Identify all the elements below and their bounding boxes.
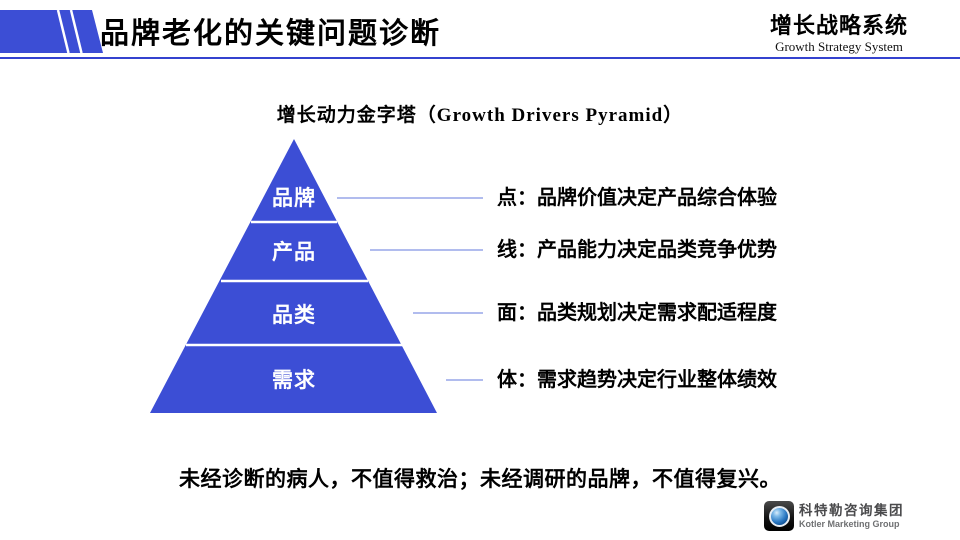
kotler-logo-name-en: Kotler Marketing Group xyxy=(799,518,900,529)
pyramid-note-point: 点：品牌价值决定产品综合体验 xyxy=(497,187,777,209)
kotler-logo-text: 科特勒咨询集团 Kotler Marketing Group xyxy=(799,503,904,530)
kotler-logo: 科特勒咨询集团 Kotler Marketing Group xyxy=(764,501,904,531)
brand-name-en: Growth Strategy System xyxy=(775,39,903,54)
pyramid-level-label-demand: 需求 xyxy=(272,368,316,392)
header-divider-rule xyxy=(0,57,960,59)
kotler-globe-icon xyxy=(768,505,790,527)
pyramid-level-label-brand: 品牌 xyxy=(272,186,316,210)
pyramid-note-body: 体：需求趋势决定行业整体绩效 xyxy=(497,369,777,391)
brand-name-cn: 增长战略系统 xyxy=(769,13,908,38)
diagnosis-quote: 未经诊断的病人，不值得救治；未经调研的品牌，不值得复兴。 xyxy=(179,467,781,491)
page-title: 品牌老化的关键问题诊断 xyxy=(100,18,442,50)
header-slash-decoration xyxy=(0,9,103,54)
kotler-logo-name-cn: 科特勒咨询集团 xyxy=(799,502,904,518)
pyramid-title: 增长动力金字塔（Growth Drivers Pyramid） xyxy=(276,105,684,126)
pyramid-level-label-category: 品类 xyxy=(272,303,316,327)
pyramid-note-plane: 面：品类规划决定需求配适程度 xyxy=(497,302,777,324)
kotler-logo-box xyxy=(764,501,794,531)
pyramid-note-line: 线：产品能力决定品类竞争优势 xyxy=(497,239,777,261)
brand-block: 增长战略系统 Growth Strategy System xyxy=(770,13,908,54)
pyramid-level-label-product: 产品 xyxy=(272,240,316,264)
